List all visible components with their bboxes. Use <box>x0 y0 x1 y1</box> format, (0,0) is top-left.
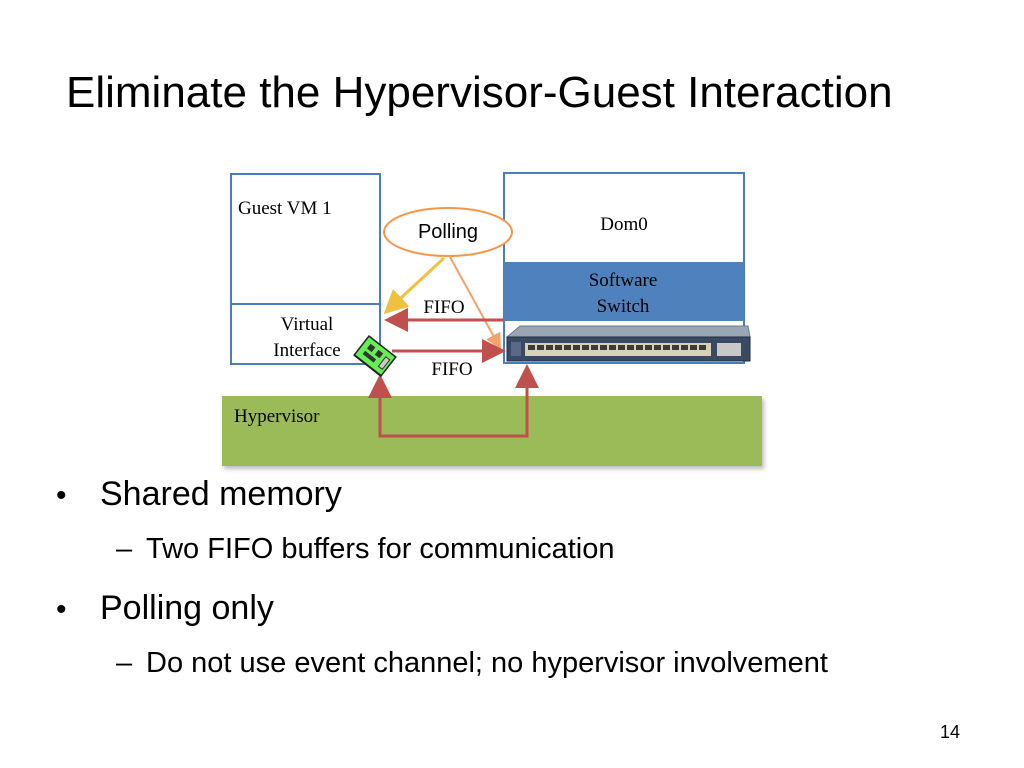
polling-ellipse <box>383 207 513 257</box>
bullet-marker: • <box>56 593 67 626</box>
sub-bullet-dash: – <box>116 647 133 679</box>
fifo-top-label: FIFO <box>423 297 465 318</box>
sub-bullet-item: Two FIFO buffers for communication <box>146 533 615 565</box>
polling-arrow-to-switch <box>449 256 501 350</box>
nic-card-icon <box>353 335 397 377</box>
bullet-item: Polling only <box>100 589 274 627</box>
fifo-bottom-label: FIFO <box>431 359 473 380</box>
virtual-interface-label: Virtual Interface <box>273 314 341 361</box>
polling-arrow-to-guest <box>383 256 446 315</box>
hypervisor-box <box>222 396 762 466</box>
bullet-marker: • <box>56 479 67 512</box>
guest-vm-box <box>230 173 381 365</box>
dom0-label: Dom0 <box>600 214 648 235</box>
page-number: 14 <box>940 722 961 742</box>
software-switch-box <box>504 262 744 321</box>
polling-label: Polling <box>417 221 479 243</box>
bullet-item: Shared memory <box>100 475 342 513</box>
software-switch-label: Software Switch <box>588 270 658 317</box>
hypervisor-loop-arrow <box>378 364 539 438</box>
sub-bullet-item: Do not use event channel; no hypervisor … <box>146 647 828 679</box>
hypervisor-label: Hypervisor <box>234 406 320 427</box>
switch-image <box>505 325 751 362</box>
guest-vm-label: Guest VM 1 <box>238 198 332 219</box>
slide-title: Eliminate the Hypervisor-Guest Interacti… <box>66 68 893 117</box>
sub-bullet-dash: – <box>116 533 133 565</box>
